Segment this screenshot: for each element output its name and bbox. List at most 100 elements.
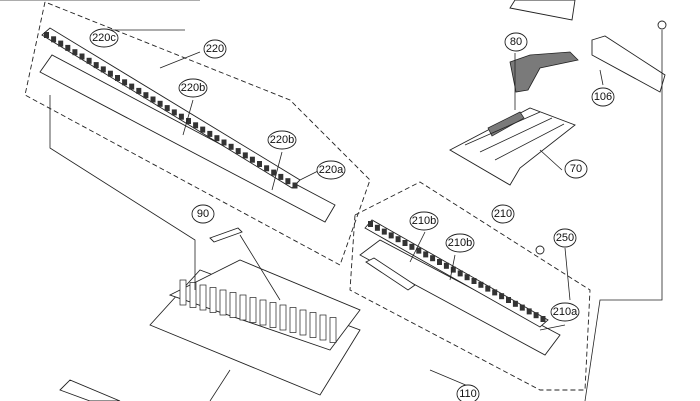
key-rib bbox=[219, 289, 227, 316]
part-80-hammer bbox=[509, 51, 579, 93]
callout-90: 90 bbox=[191, 204, 215, 224]
callout-label: 220 bbox=[206, 43, 224, 55]
switch-contact bbox=[388, 232, 394, 239]
switch-contact bbox=[72, 49, 78, 56]
key-rib bbox=[229, 292, 237, 318]
switch-contact bbox=[100, 66, 106, 73]
leader-lines bbox=[0, 0, 663, 401]
group-210-boundary bbox=[349, 181, 591, 391]
switch-contact bbox=[499, 293, 505, 300]
switch-contact bbox=[44, 32, 49, 38]
switch-contact bbox=[115, 75, 120, 81]
switch-contact bbox=[450, 266, 456, 273]
key-rib bbox=[239, 294, 247, 321]
switch-contact bbox=[416, 247, 422, 254]
switch-contact bbox=[171, 109, 177, 116]
part-top-rail bbox=[509, 0, 576, 21]
callout-label: 220c bbox=[92, 32, 116, 44]
switch-contact bbox=[540, 316, 546, 322]
key-rib bbox=[309, 312, 317, 338]
switch-contact bbox=[464, 274, 470, 281]
switch-contact bbox=[65, 44, 71, 51]
callout-label: 90 bbox=[197, 208, 209, 220]
switch-contact bbox=[157, 100, 163, 107]
part-110-key-frame bbox=[59, 259, 361, 401]
callout-210a: 210a bbox=[550, 302, 580, 322]
callout-210: 210 bbox=[491, 204, 515, 224]
key-rib bbox=[299, 309, 307, 336]
key-rib bbox=[179, 279, 187, 306]
key-rib bbox=[319, 314, 327, 341]
switch-contact bbox=[143, 92, 149, 99]
switch-contact bbox=[221, 139, 227, 146]
callout-label: 210b bbox=[412, 215, 436, 227]
switch-contact bbox=[136, 87, 142, 94]
switch-contact bbox=[381, 228, 387, 235]
switch-contact bbox=[485, 285, 491, 292]
switch-contact bbox=[242, 152, 248, 159]
switch-contact bbox=[395, 236, 401, 243]
key-rib bbox=[329, 317, 337, 343]
switch-contact bbox=[506, 297, 511, 303]
key-rib bbox=[269, 302, 277, 328]
callout-label: 210a bbox=[553, 306, 578, 318]
key-rib bbox=[249, 297, 257, 323]
switch-contact bbox=[409, 243, 415, 250]
switch-contact bbox=[492, 289, 498, 296]
switch-contact bbox=[402, 240, 408, 246]
switch-contact bbox=[457, 270, 463, 277]
callout-label: 250 bbox=[556, 232, 574, 244]
callout-210b_2: 210b bbox=[445, 233, 475, 253]
switch-contact bbox=[437, 259, 442, 265]
switch-contact bbox=[93, 62, 99, 69]
key-rib bbox=[259, 299, 267, 326]
switch-contact bbox=[533, 312, 539, 319]
screw-250-icon bbox=[535, 245, 545, 255]
key-rib bbox=[279, 304, 287, 331]
switch-contact bbox=[107, 70, 113, 77]
callout-106: 106 bbox=[591, 87, 615, 107]
callout-80: 80 bbox=[504, 32, 528, 52]
switch-contact bbox=[285, 178, 291, 185]
callout-label: 220b bbox=[270, 134, 294, 146]
switch-contact bbox=[228, 143, 234, 150]
switch-contact bbox=[122, 79, 128, 86]
callout-label: 110 bbox=[459, 388, 477, 400]
part-70-key-assembly bbox=[449, 107, 576, 186]
switch-contact bbox=[214, 135, 220, 142]
callout-220: 220 bbox=[203, 39, 227, 59]
part-220-circuit-board bbox=[39, 27, 336, 223]
switch-contact bbox=[264, 165, 270, 172]
callout-220a: 220a bbox=[316, 160, 346, 180]
switch-contact bbox=[86, 57, 92, 64]
group-220-boundary bbox=[24, 1, 371, 266]
callout-210b_1: 210b bbox=[409, 211, 439, 231]
switch-contact bbox=[423, 251, 429, 258]
switch-contact bbox=[512, 300, 518, 307]
switch-contact bbox=[129, 83, 135, 90]
switch-contact bbox=[178, 113, 184, 120]
switch-contact bbox=[235, 148, 241, 155]
callout-label: 210b bbox=[448, 237, 472, 249]
switch-contact bbox=[193, 122, 199, 129]
callout-label: 220a bbox=[319, 164, 344, 176]
switch-contact bbox=[79, 53, 85, 60]
switch-contact bbox=[292, 182, 298, 189]
callout-220b_1: 220b bbox=[178, 78, 208, 98]
switch-contact bbox=[519, 304, 525, 311]
switch-contact bbox=[478, 281, 484, 288]
part-210-circuit-board bbox=[359, 219, 561, 356]
switch-contact bbox=[526, 308, 532, 315]
switch-contact bbox=[430, 255, 436, 262]
switch-contact bbox=[443, 262, 449, 269]
key-rib bbox=[199, 284, 207, 311]
callout-110: 110 bbox=[456, 384, 480, 401]
switch-contact bbox=[51, 36, 57, 43]
callout-label: 70 bbox=[570, 163, 582, 175]
switch-contact bbox=[200, 126, 206, 133]
key-rib bbox=[289, 307, 297, 333]
callout-220c: 220c bbox=[89, 28, 119, 48]
part-90-spring bbox=[209, 227, 243, 243]
